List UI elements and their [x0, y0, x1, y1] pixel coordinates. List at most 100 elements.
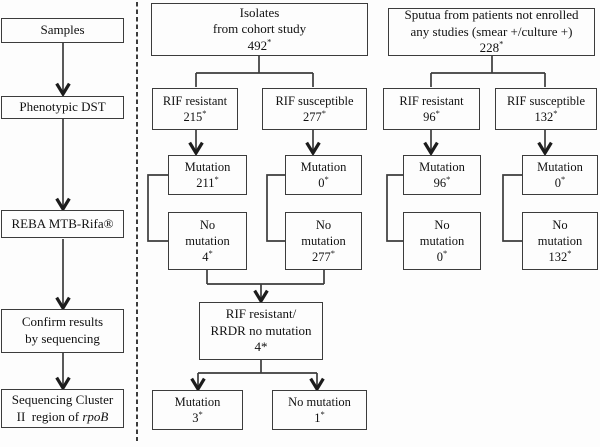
- sputum-resistant-no-mutation-box: No mutation 0*: [403, 212, 481, 270]
- box-label: RIF resistant: [399, 94, 464, 108]
- box-label: Mutation: [419, 160, 465, 174]
- asterisk-marker: *: [446, 173, 451, 184]
- cohort-root-box: Isolates from cohort study 492*: [151, 3, 368, 56]
- box-label: Mutation: [174, 395, 221, 409]
- asterisk-marker: *: [499, 38, 504, 49]
- sputum-root-box: Sputua from patients not enrolled any st…: [388, 7, 595, 56]
- box-count: 96*: [423, 107, 440, 124]
- discordant-no-mutation-box: No mutation 1*: [272, 390, 367, 430]
- asterisk-marker: *: [267, 36, 272, 47]
- box-count: 1*: [314, 408, 325, 425]
- asterisk-marker: *: [324, 173, 329, 184]
- box-label: Mutation: [300, 160, 347, 174]
- box-count: 96*: [433, 173, 451, 190]
- box-line-prefix: II region of: [16, 408, 83, 424]
- pipeline-step-phenotypic-dst: Phenotypic DST: [1, 96, 124, 119]
- sputum-susceptible-no-mutation-box: No mutation 132*: [522, 212, 598, 270]
- box-line: No: [552, 218, 568, 232]
- box-count: 277*: [312, 247, 335, 264]
- asterisk-marker: *: [561, 173, 566, 184]
- arrowhead: [55, 197, 71, 213]
- pipeline-step-reba-mtb-rifa: REBA MTB-Rifa®: [1, 210, 124, 238]
- box-line: from cohort study: [212, 21, 307, 37]
- box-count: 228*: [479, 38, 504, 56]
- box-count: 4*: [202, 247, 213, 264]
- discordant-split-connector: [197, 360, 318, 387]
- pipeline-step-samples: Samples: [1, 18, 124, 43]
- asterisk-marker: *: [214, 173, 219, 184]
- sputum-rif-susceptible-box: RIF susceptible 132*: [495, 88, 597, 130]
- arrowhead: [188, 141, 204, 157]
- box-line: RIF resistant/: [225, 306, 297, 322]
- box-line: Isolates: [239, 4, 280, 20]
- box-line: No: [434, 218, 450, 232]
- asterisk-marker: *: [208, 247, 213, 258]
- box-count: 215*: [183, 107, 207, 124]
- box-line: mutation: [537, 234, 583, 248]
- sputum-susceptible-bracket: [502, 174, 522, 242]
- box-label: Mutation: [184, 160, 231, 174]
- arrowhead: [253, 289, 269, 305]
- pipeline-step-sequencing-cluster: Sequencing Cluster II region of rpoB: [1, 389, 124, 428]
- asterisk-marker: *: [198, 408, 203, 419]
- cohort-rif-resistant-box: RIF resistant 215*: [152, 88, 238, 130]
- box-line: by sequencing: [25, 331, 100, 346]
- asterisk-marker: *: [435, 107, 440, 118]
- arrowhead: [537, 141, 553, 157]
- box-line: II region of rpoB: [17, 409, 109, 426]
- box-count: 0*: [318, 173, 329, 190]
- box-count: 132*: [534, 107, 558, 124]
- arrowhead: [423, 141, 439, 157]
- cohort-resistant-bracket: [147, 174, 168, 242]
- box-line: any studies (smear +/culture +): [410, 23, 573, 39]
- box-count: 492*: [247, 36, 272, 53]
- arrowhead: [190, 377, 206, 393]
- arrowhead: [305, 141, 321, 157]
- box-line: No: [199, 218, 216, 232]
- box-line: mutation: [301, 234, 346, 248]
- arrowhead: [55, 376, 71, 392]
- sputum-resistant-mutation-box: Mutation 96*: [403, 155, 481, 195]
- asterisk-marker: *: [443, 247, 448, 258]
- box-label: RIF susceptible: [275, 94, 354, 108]
- box-label: Mutation: [537, 160, 583, 174]
- asterisk-marker: *: [553, 107, 558, 118]
- asterisk-marker: *: [321, 107, 326, 118]
- arrowhead: [55, 82, 71, 98]
- box-count: 0*: [436, 247, 448, 264]
- box-count: 211*: [196, 173, 219, 190]
- box-label: No mutation: [288, 395, 351, 409]
- box-line: Sequencing Cluster: [11, 391, 114, 407]
- sputum-rif-resistant-box: RIF resistant 96*: [383, 88, 480, 130]
- box-count: 277*: [303, 107, 326, 124]
- box-line: Sputua from patients not enrolled: [404, 7, 579, 23]
- discordant-mutation-box: Mutation 3*: [152, 390, 243, 430]
- asterisk-marker: *: [202, 107, 207, 118]
- box-count: 0*: [554, 173, 566, 190]
- box-line: mutation: [419, 234, 465, 248]
- asterisk-marker: *: [567, 247, 572, 258]
- asterisk-marker: *: [330, 247, 335, 258]
- box-line: mutation: [185, 234, 230, 248]
- cohort-resistant-mutation-box: Mutation 211*: [168, 155, 247, 195]
- arrowhead: [55, 296, 71, 312]
- cohort-susceptible-mutation-box: Mutation 0*: [285, 155, 362, 195]
- sputum-resistant-bracket: [386, 174, 403, 242]
- cohort-split-connector: [195, 56, 314, 87]
- gene-name: rpoB: [82, 408, 109, 424]
- cohort-resistant-no-mutation-box: No mutation 4*: [168, 212, 247, 270]
- pipeline-step-confirm-sequencing: Confirm results by sequencing: [1, 309, 124, 353]
- box-label: Phenotypic DST: [19, 99, 106, 115]
- box-line: RRDR no mutation: [210, 322, 312, 338]
- asterisk-marker: *: [320, 408, 325, 419]
- box-count: 3*: [192, 408, 203, 425]
- cohort-susceptible-bracket: [266, 174, 287, 242]
- box-line: Confirm results: [21, 314, 104, 330]
- sputum-split-connector: [430, 56, 546, 87]
- cohort-susceptible-no-mutation-box: No mutation 277*: [285, 212, 362, 270]
- box-label: REBA MTB-Rifa®: [11, 215, 114, 231]
- converge-connector: [206, 270, 325, 299]
- box-label: RIF susceptible: [506, 94, 586, 108]
